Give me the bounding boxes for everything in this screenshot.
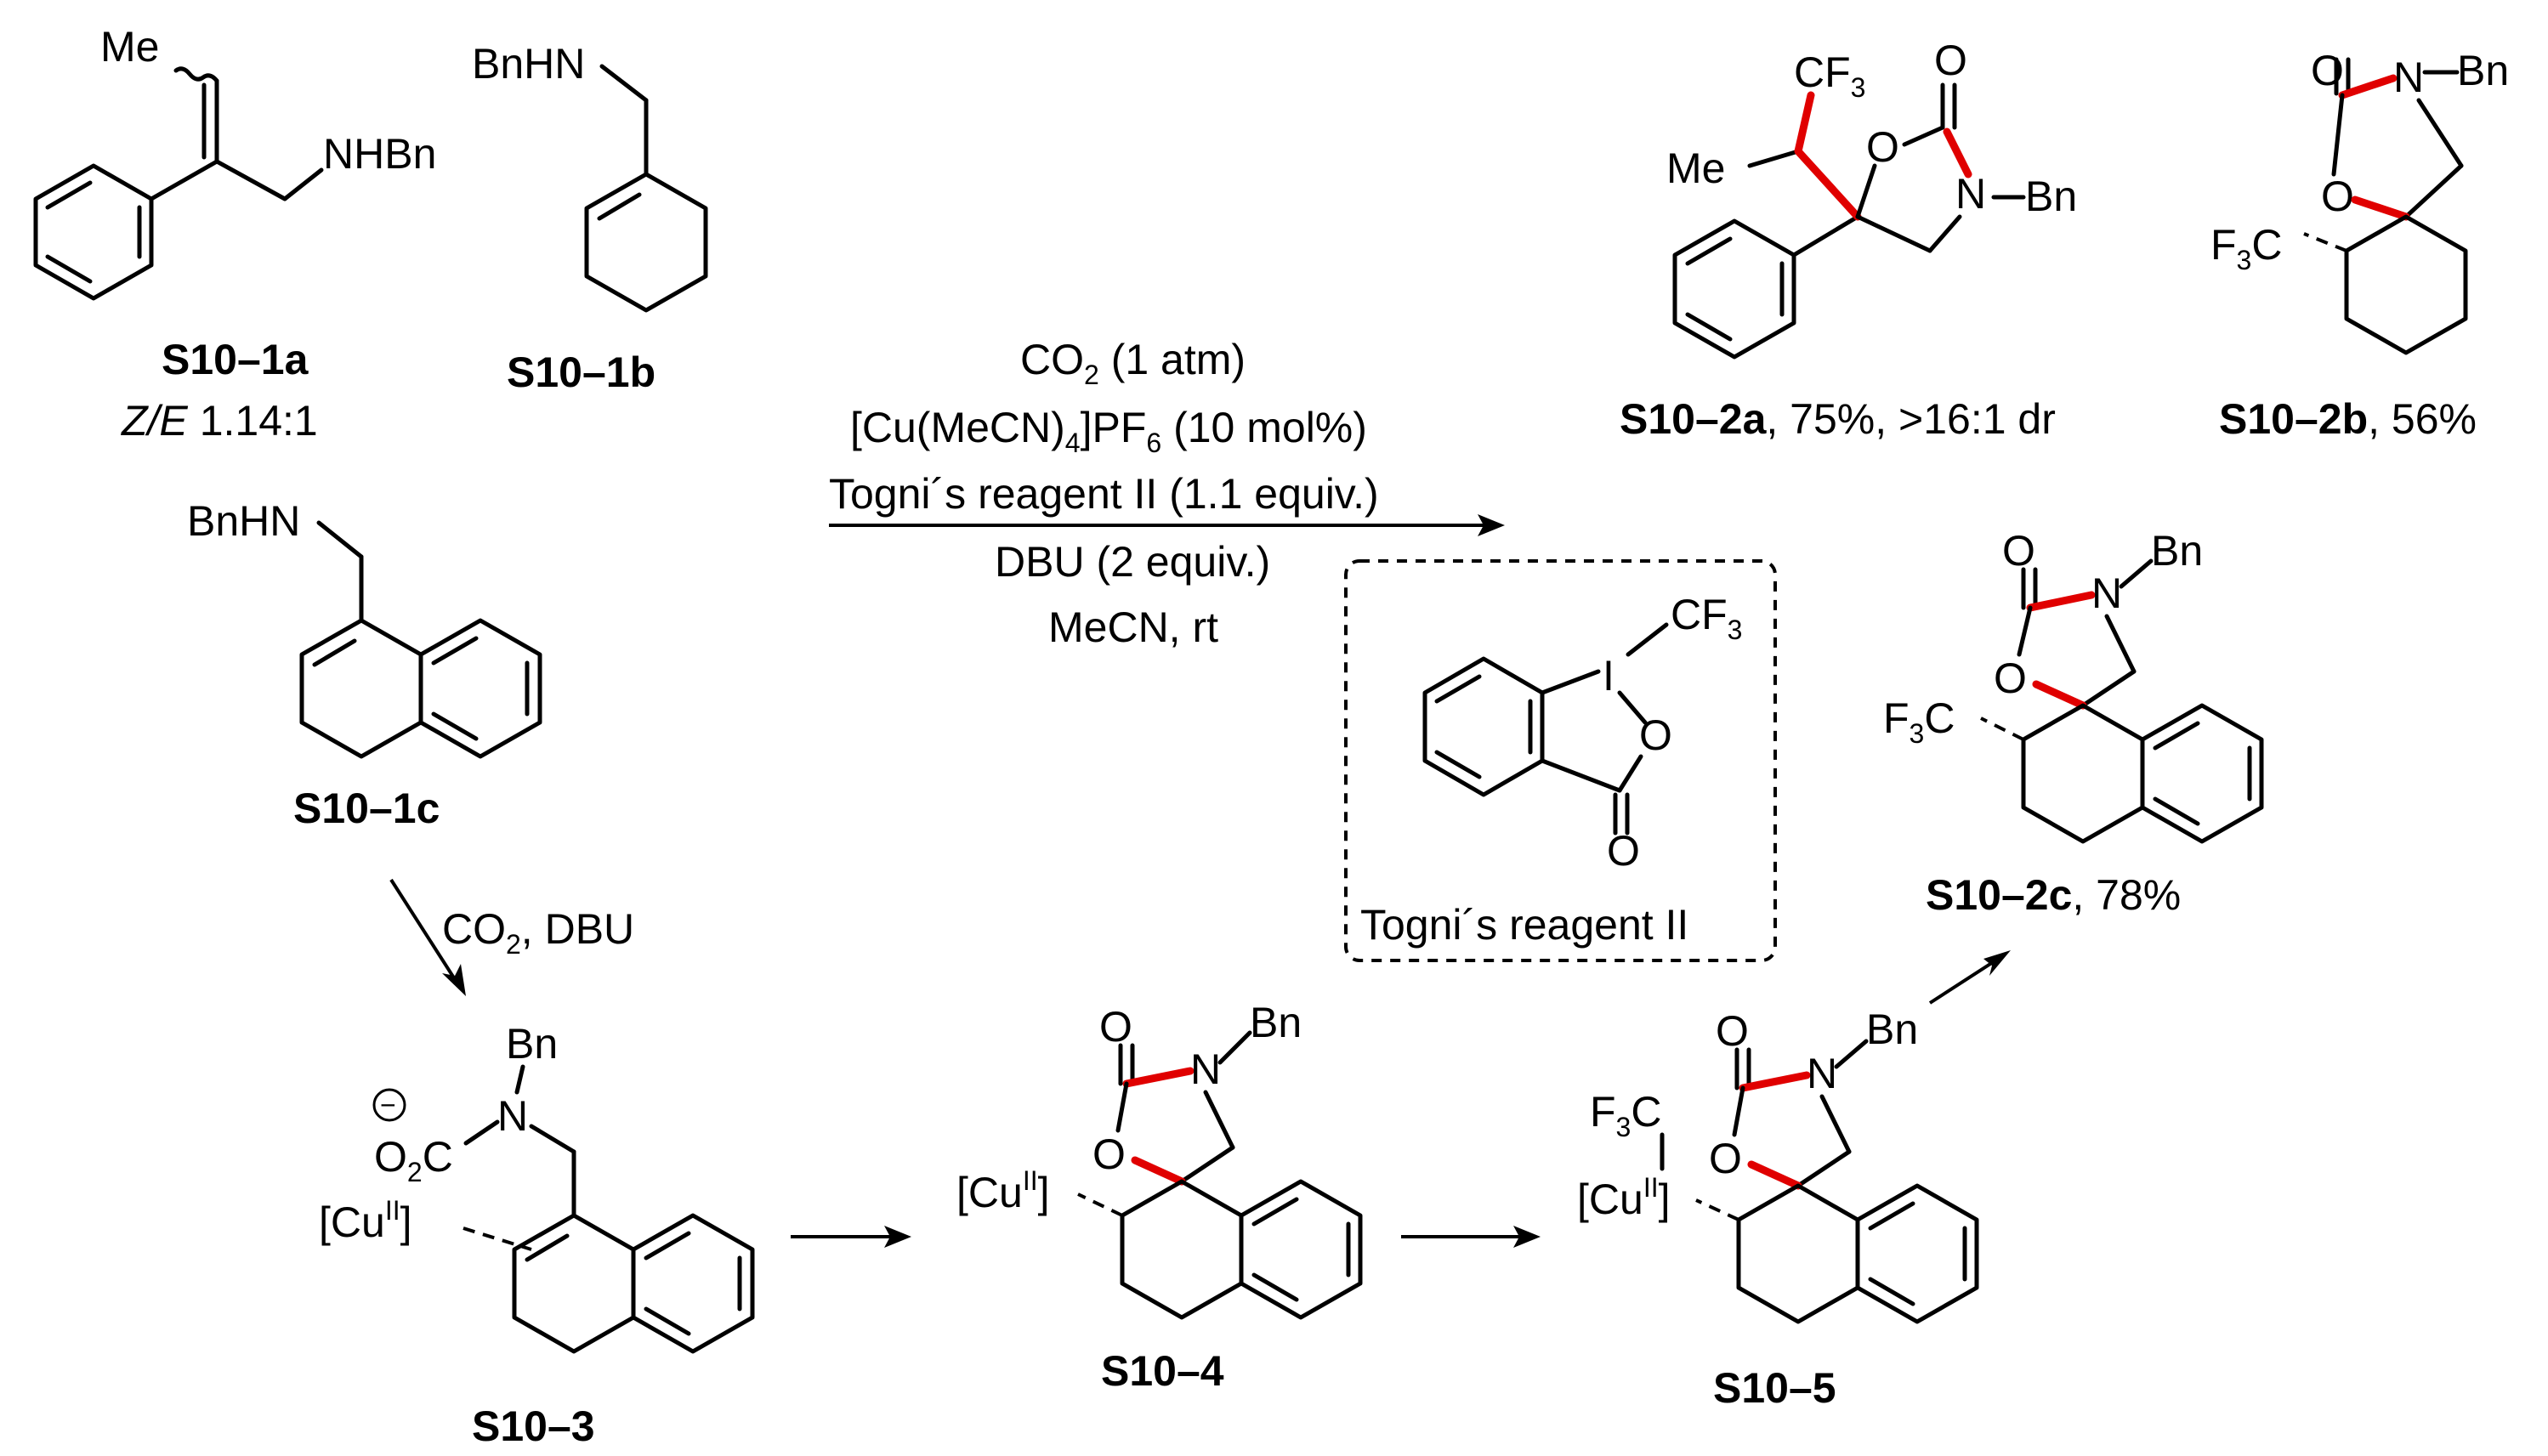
cu-label: [CuII] [1577,1172,1671,1223]
condition-base: DBU (2 equiv.) [995,538,1270,586]
oxygen-label: O [1639,711,1672,759]
bnhn-label: BnHN [472,40,585,88]
compound-s10-1c: BnHN S10–1c [187,497,542,832]
compound-label-s10-3: S10–3 [472,1402,595,1450]
f3c-label: F3C [2210,221,2282,275]
f3c-label: F3C [1590,1088,1661,1142]
minus-sign: − [380,1090,396,1120]
compound-label-s10-4: S10–4 [1101,1347,1224,1395]
cu-label: [CuII] [319,1195,412,1246]
condition-catalyst: [Cu(MeCN)4]PF6 (10 mol%) [850,404,1367,458]
svg-text:S10–2c, 78%: S10–2c, 78% [1926,871,2181,919]
me-label: Me [1666,144,1725,192]
cf3-label: CF3 [1671,591,1742,645]
ring-oxygen-label: O [1092,1130,1126,1178]
svg-text:Z/E 1.14:1: Z/E 1.14:1 [121,397,318,445]
carbonyl-oxygen-label: O [1716,1007,1749,1055]
carbonyl-oxygen-label: O [1607,827,1640,875]
nhbn-label: NHBn [323,130,436,178]
yield-s10-2c: , 78% [2072,871,2181,919]
compound-s10-2a: Me CF3 O O N Bn S10–2a, 75%, >16:1 dr [1620,37,2077,443]
ring-oxygen-label: O [1994,654,2027,702]
bn-label: Bn [1866,1006,1918,1053]
togni-reagent-box: I CF3 O O Togni´s reagent II [1344,559,1777,962]
compound-label-s10-1b: S10–1b [507,348,655,396]
compound-s10-1a: Me NHBn S10–1a Z/E 1.14:1 [33,23,436,445]
cf3-label: CF3 [1794,48,1865,103]
compound-label-s10-2b: S10–2b [2219,395,2368,443]
reaction-conditions: CO2 (1 atm) [Cu(MeCN)4]PF6 (10 mol%) Tog… [829,336,1379,651]
nitrogen-label: N [1955,170,1986,218]
bn-label: Bn [2025,173,2077,220]
svg-text:S10–2a, 75%, >16:1 dr: S10–2a, 75%, >16:1 dr [1620,395,2056,443]
ring-oxygen-label: O [2321,173,2354,220]
compound-label-s10-2c: S10–2c [1926,871,2072,919]
compound-label-s10-1c: S10–1c [293,785,440,832]
compound-label-s10-1a: S10–1a [162,336,309,383]
compound-label-s10-5: S10–5 [1713,1364,1836,1412]
nitrogen-label: N [497,1092,528,1140]
me-label: Me [100,23,159,71]
nitrogen-label: N [1807,1050,1837,1097]
bn-label: Bn [2457,47,2509,94]
carbonyl-oxygen-label: O [2311,47,2344,94]
compound-s10-2b: O N Bn O F3C S10–2b, 56% [2210,47,2509,443]
bnhn-label: BnHN [187,497,300,545]
bn-label: Bn [2151,527,2203,575]
condition-togni: Togni´s reagent II (1.1 equiv.) [829,470,1379,518]
carbonyl-oxygen-label: O [2002,527,2035,575]
nitrogen-label: N [2393,54,2424,101]
f3c-label: F3C [1883,694,1955,749]
carbonyl-oxygen-label: O [1934,37,1967,84]
mech-conditions: CO2, DBU [442,905,634,960]
compound-s10-5: O N Bn O [CuII] F3C S10–5 [1577,1006,1979,1412]
bn-label: Bn [1250,999,1302,1046]
togni-box-label: Togni´s reagent II [1360,901,1688,949]
mechanism-arrows: CO2, DBU [389,878,2011,1248]
condition-solvent: MeCN, rt [1048,603,1218,651]
svg-text:S10–2b, 56%: S10–2b, 56% [2219,395,2477,443]
compound-s10-3: Bn N − O2C [CuII] S10–3 [319,1020,755,1450]
ratio-label: Z/E [121,397,188,445]
ring-oxygen-label: O [1709,1135,1742,1182]
yield-s10-2a: , 75%, >16:1 dr [1766,395,2056,443]
yield-s10-2b: , 56% [2368,395,2477,443]
condition-co2: CO2 (1 atm) [1020,336,1246,390]
compound-label-s10-2a: S10–2a [1620,395,1768,443]
ratio-value: 1.14:1 [188,397,318,445]
main-reaction-arrow [829,514,1505,536]
negative-charge-icon [372,1088,406,1122]
iodine-label: I [1603,652,1614,700]
bn-label: Bn [506,1020,558,1068]
compound-s10-1b: BnHN S10–1b [472,40,708,396]
cu-label: [CuII] [956,1165,1050,1216]
nitrogen-label: N [1190,1045,1221,1093]
ring-oxygen-label: O [1866,123,1899,171]
carboxylate-label: O2C [374,1133,453,1187]
nitrogen-label: N [2091,569,2122,617]
compound-s10-2c: O N Bn O F3C S10–2c, 78% [1883,527,2264,919]
compound-s10-4: O N Bn O [CuII] S10–4 [956,999,1363,1395]
carbonyl-oxygen-label: O [1099,1003,1132,1051]
